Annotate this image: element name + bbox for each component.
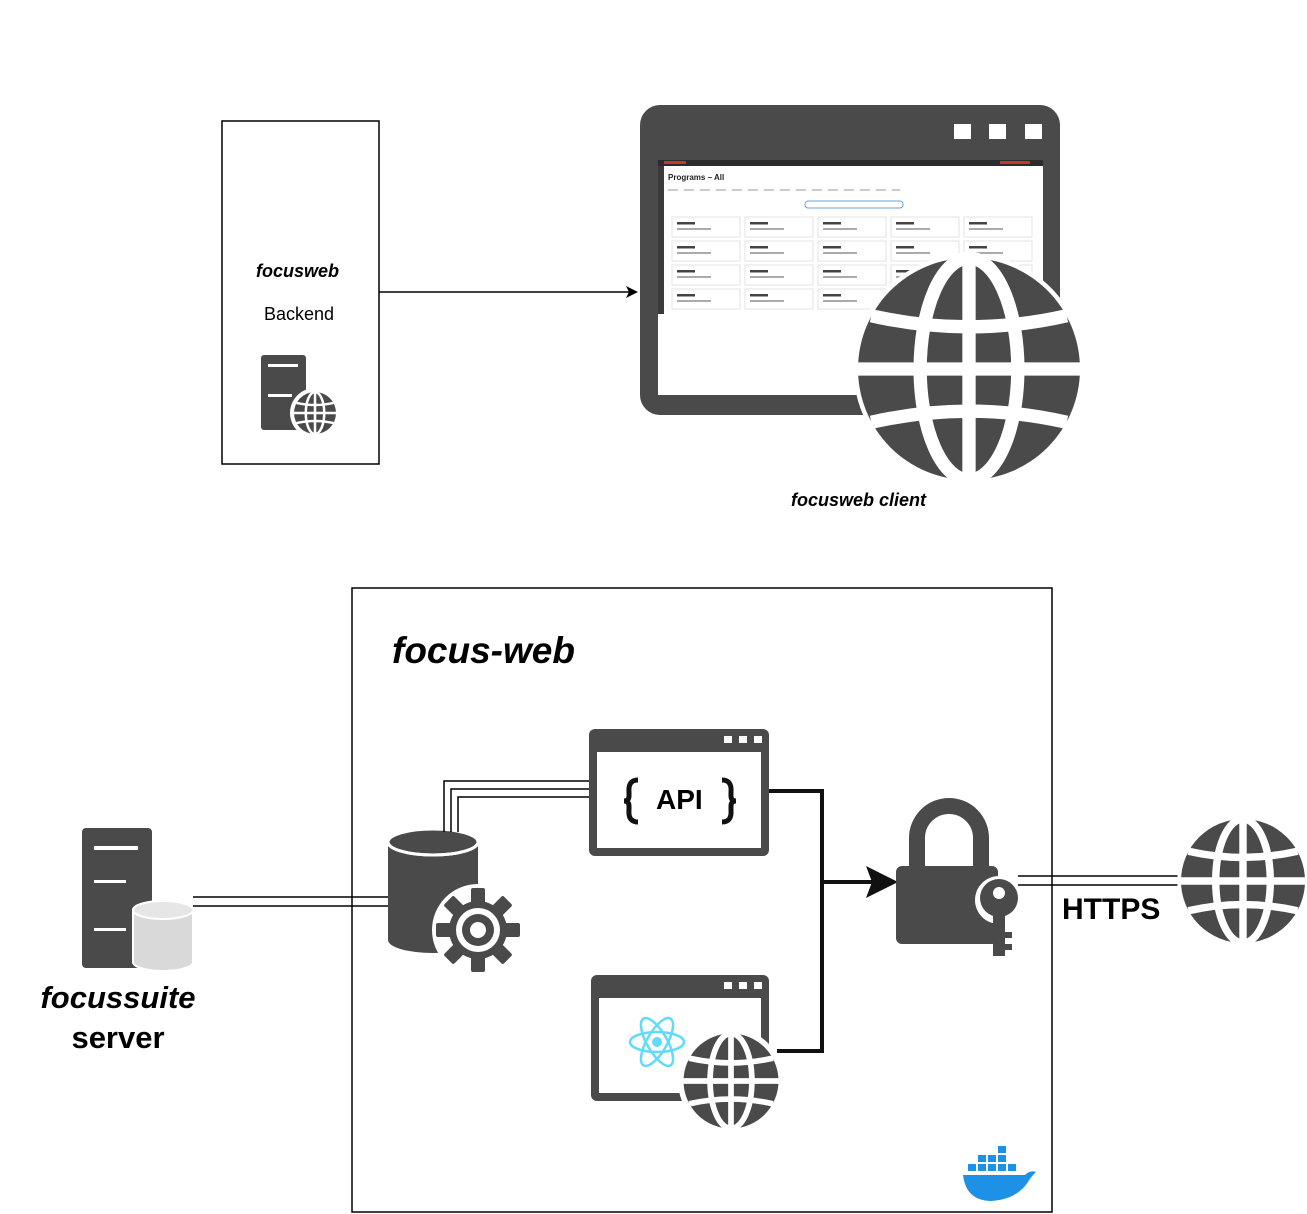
app-card-title (677, 270, 695, 273)
app-card-title (823, 246, 841, 249)
app-card-subtitle (823, 300, 857, 302)
db-to-api-connector (443, 780, 590, 832)
server-label-line1: focussuite (40, 980, 196, 1015)
app-card-title (750, 222, 768, 225)
app-card-title (969, 246, 987, 249)
app-card (671, 240, 741, 262)
app-card-subtitle (677, 276, 711, 278)
server-globe-icon (261, 355, 340, 438)
globe-icon (854, 254, 1085, 485)
app-card-subtitle (750, 228, 784, 230)
docker-whale-icon (963, 1146, 1036, 1201)
app-card (744, 216, 814, 238)
app-card-title (677, 246, 695, 249)
server-label: focussuite server (28, 978, 208, 1057)
server-to-db-connector (193, 896, 388, 907)
app-card-subtitle (750, 300, 784, 302)
app-card-title (896, 246, 914, 249)
app-card-subtitle (823, 276, 857, 278)
backend-title: focusweb (256, 261, 340, 281)
globe-icon (678, 1028, 784, 1134)
app-card (671, 216, 741, 238)
globe-icon (1177, 815, 1307, 946)
server-database-icon (82, 828, 194, 972)
app-card-subtitle (823, 252, 857, 254)
app-card-title (896, 270, 914, 273)
focus-web-container (351, 587, 1053, 1213)
app-card (817, 216, 887, 238)
client-label: focusweb client (791, 490, 927, 510)
app-card-title (969, 222, 987, 225)
https-connector (1018, 875, 1186, 886)
app-card-subtitle (677, 228, 711, 230)
app-card-title (823, 270, 841, 273)
app-card (671, 264, 741, 286)
app-card-title (677, 294, 695, 297)
app-card (744, 288, 814, 310)
app-card (671, 288, 741, 310)
app-card-subtitle (677, 300, 711, 302)
react-logo-icon (628, 1016, 686, 1068)
api-react-to-lock-connector (769, 789, 878, 1053)
app-card-subtitle (750, 252, 784, 254)
app-card-subtitle (896, 252, 930, 254)
app-card-title (750, 270, 768, 273)
app-card-subtitle (969, 252, 1003, 254)
api-window-icon (589, 729, 769, 856)
server-label-line2: server (71, 1019, 165, 1055)
https-label: HTTPS (1062, 893, 1161, 926)
app-card (963, 216, 1033, 238)
app-card-title (823, 222, 841, 225)
app-card-subtitle (750, 276, 784, 278)
app-card-title (896, 222, 914, 225)
app-card (744, 264, 814, 286)
app-card (817, 264, 887, 286)
backend-label: Backend (264, 304, 335, 324)
app-card-subtitle (896, 228, 930, 230)
app-card-subtitle (823, 228, 857, 230)
screenshot-title: Programs – All (668, 173, 725, 182)
app-card-subtitle (677, 252, 711, 254)
container-title: focus-web (392, 630, 575, 671)
app-card (890, 216, 960, 238)
app-card-title (750, 294, 768, 297)
app-card-title (750, 246, 768, 249)
app-card (744, 240, 814, 262)
api-label: API (656, 784, 703, 815)
database-gear-icon (386, 827, 524, 976)
app-card-title (823, 294, 841, 297)
backend-to-client-arrow (379, 286, 638, 298)
app-card (817, 240, 887, 262)
app-card-title (677, 222, 695, 225)
app-card-subtitle (969, 228, 1003, 230)
react-window-icon (591, 975, 784, 1134)
padlock-key-icon (896, 798, 1023, 956)
